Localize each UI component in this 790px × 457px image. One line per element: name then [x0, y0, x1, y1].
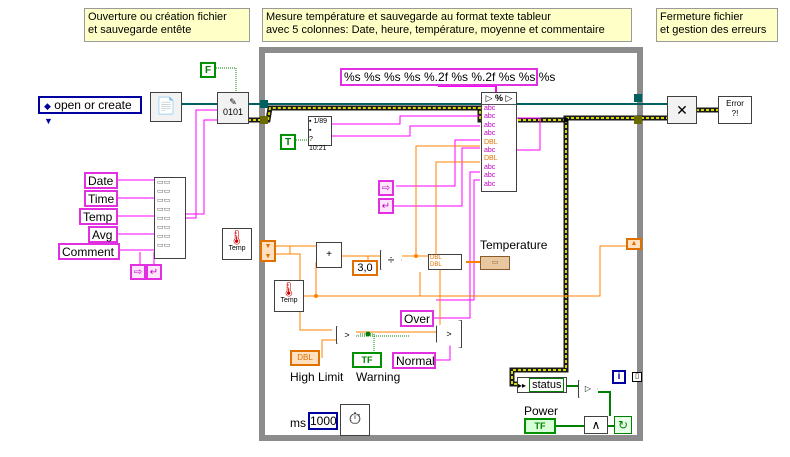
header-comment[interactable]: Comment — [58, 243, 120, 260]
true-constant[interactable]: T — [280, 134, 296, 150]
comment-measure: Mesure température et sauvegarde au form… — [262, 8, 632, 42]
and-node[interactable]: ∧ — [584, 416, 608, 434]
build-array-node[interactable]: ▭▭▭▭▭▭▭▭▭▭▭▭▭▭▭▭ — [154, 177, 186, 259]
temp-subvi-1[interactable]: 🌡 Temp — [222, 228, 252, 260]
refnum-tunnel-out — [634, 94, 642, 102]
header-temp[interactable]: Temp — [79, 208, 118, 225]
header-time[interactable]: Time — [84, 190, 118, 207]
divisor-constant[interactable]: 3,0 — [352, 260, 378, 276]
temperature-label: Temperature — [480, 238, 548, 252]
temperature-chart-terminal[interactable]: ▭ — [480, 256, 510, 270]
error-tunnel-out — [634, 116, 642, 124]
thermometer-icon: 🌡 — [228, 229, 246, 245]
enum-increment-icon: ◆ — [44, 101, 51, 111]
shift-register-right-icon: ▲ — [630, 240, 638, 247]
eol-constant-2[interactable]: ↵ — [378, 198, 394, 214]
format-date-time-node[interactable]: ▪ 1/89▪? 10:21 — [308, 116, 332, 152]
power-label: Power — [524, 404, 559, 418]
close-file-node[interactable]: ✕ — [667, 96, 697, 124]
comment-open-file: Ouverture ou création fichier et sauvega… — [84, 8, 250, 42]
normal-string[interactable]: Normal — [392, 352, 436, 369]
refnum-tunnel-in — [260, 100, 268, 108]
unbundle-status-node[interactable]: ▸▸ status — [517, 377, 567, 393]
select-node[interactable]: > — [436, 320, 462, 348]
wait-node[interactable]: ⏱ — [340, 404, 370, 436]
not-node[interactable]: ▷ — [578, 380, 598, 398]
open-mode-enum[interactable]: ◆ open or create ▼ — [38, 96, 142, 126]
comment-close-file: Fermeture fichier et gestion des erreurs — [656, 8, 778, 42]
write-text-file-node[interactable]: ✎0101 — [217, 92, 249, 124]
wire-junction — [563, 117, 569, 123]
loop-iteration: i — [612, 370, 626, 384]
shift-register-left[interactable]: ▼▼ — [260, 240, 276, 262]
string-out-wire — [517, 117, 541, 151]
power-control[interactable]: TF — [524, 418, 556, 434]
tab-constant-2[interactable]: ⇨ — [378, 180, 394, 196]
thermometer-icon-2: 🌡 — [280, 281, 298, 297]
simple-error-handler-node[interactable]: Error ?! — [718, 96, 752, 124]
metronome-icon: ⏱ — [348, 411, 362, 428]
over-string[interactable]: Over — [400, 310, 434, 327]
greater-than-node[interactable]: > — [336, 326, 358, 344]
tab-constant-1[interactable]: ⇨ — [130, 264, 146, 280]
eol-constant-1[interactable]: ↵ — [146, 264, 162, 280]
temp-subvi-2[interactable]: 🌡 Temp — [274, 280, 304, 312]
warning-indicator[interactable]: TF — [352, 352, 382, 368]
open-file-node[interactable]: 📄 — [150, 92, 182, 122]
shift-register-right[interactable]: ▲ — [626, 238, 642, 250]
loop-condition[interactable]: ↻ — [614, 416, 632, 434]
header-date[interactable]: Date — [84, 172, 118, 189]
error-tunnel-in — [260, 116, 268, 124]
close-file-icon: ✕ — [676, 102, 688, 118]
write-file-icon: ✎0101 — [222, 97, 244, 117]
format-header: ▷ % ▷ — [482, 93, 516, 105]
high-limit-control[interactable]: DBL — [290, 350, 320, 366]
unbundle-icon: ▸▸ — [518, 381, 527, 390]
new-file-icon: 📄 — [156, 98, 176, 115]
error-status-wire — [509, 120, 569, 387]
dropdown-arrow-icon: ▼ — [44, 116, 53, 126]
warning-label: Warning — [356, 370, 401, 384]
header-avg[interactable]: Avg — [88, 226, 118, 243]
shift-register-icon: ▼▼ — [264, 243, 272, 260]
false-constant[interactable]: F — [200, 62, 216, 78]
wait-ms-constant[interactable]: 1000 — [308, 412, 338, 430]
iteration-tunnel: ▯ — [632, 372, 642, 382]
loop-condition-icon: ↻ — [617, 418, 629, 432]
compound-add-node[interactable]: + — [316, 242, 342, 268]
high-limit-label: High Limit — [290, 370, 344, 384]
divide-node[interactable]: ÷ — [380, 250, 402, 270]
format-string-constant[interactable]: %s %s %s %s %.2f %s %.2f %s %s %s — [340, 68, 555, 86]
ms-label: ms — [290, 416, 306, 430]
